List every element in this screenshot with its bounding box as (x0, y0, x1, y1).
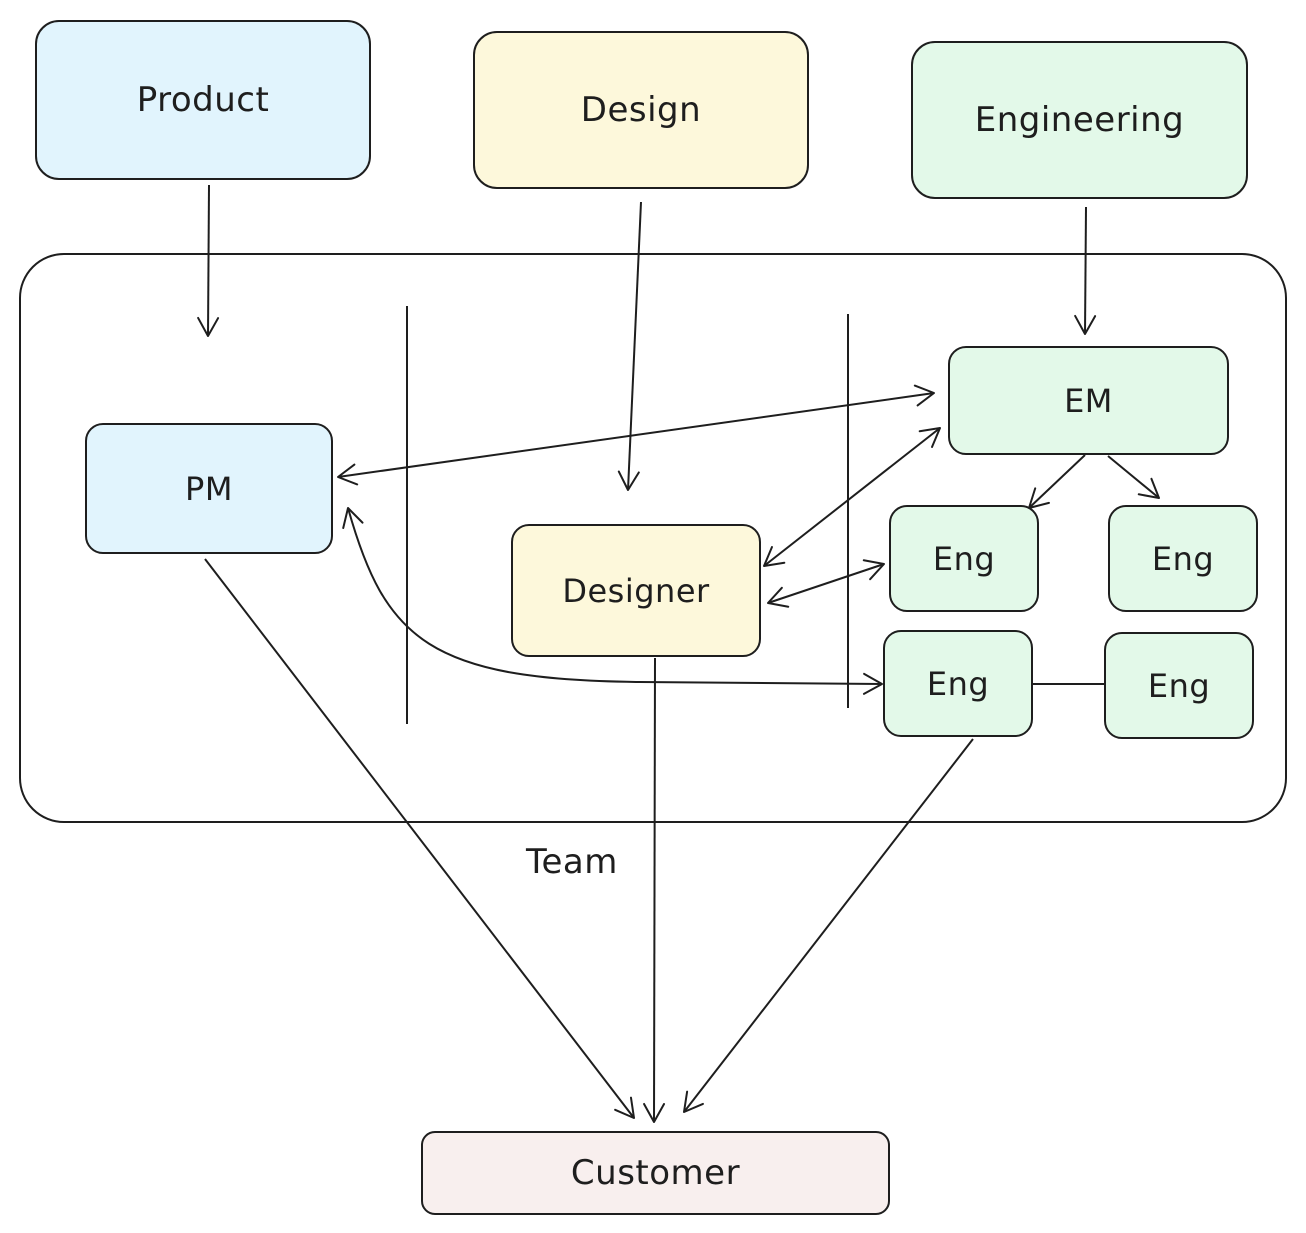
node-customer-label: Customer (570, 1153, 741, 1193)
edge-engineering-em (1074, 206, 1097, 335)
node-eng-1[interactable]: Eng (889, 505, 1039, 612)
node-engineering-label: Engineering (974, 100, 1185, 140)
node-engineering[interactable]: Engineering (911, 41, 1248, 199)
node-eng-4-label: Eng (1147, 666, 1211, 705)
edge-pm-eng (342, 507, 883, 695)
node-product[interactable]: Product (35, 20, 371, 180)
node-pm[interactable]: PM (85, 423, 333, 554)
node-designer[interactable]: Designer (511, 524, 761, 657)
node-eng-2[interactable]: Eng (1108, 505, 1258, 612)
node-eng-1-label: Eng (932, 539, 996, 578)
node-eng-2-label: Eng (1151, 539, 1215, 578)
edge-pm-customer (204, 558, 635, 1119)
node-em[interactable]: EM (948, 346, 1229, 455)
edge-em-eng-1 (1028, 454, 1086, 509)
node-design-label: Design (580, 90, 702, 130)
node-pm-label: PM (185, 469, 233, 508)
team-label: Team (526, 842, 618, 882)
node-product-label: Product (136, 80, 270, 120)
node-eng-3[interactable]: Eng (883, 630, 1033, 737)
node-designer-label: Designer (562, 571, 710, 610)
node-design[interactable]: Design (473, 31, 809, 189)
edge-designer-customer (643, 657, 666, 1123)
edge-eng-customer (683, 738, 974, 1113)
edge-product-pm (197, 184, 220, 337)
node-eng-3-label: Eng (926, 664, 990, 703)
node-em-label: EM (1064, 381, 1113, 420)
edge-pm-em (337, 384, 935, 486)
edge-em-eng-2 (1107, 455, 1160, 499)
node-eng-4[interactable]: Eng (1104, 632, 1254, 739)
node-customer[interactable]: Customer (421, 1131, 890, 1215)
